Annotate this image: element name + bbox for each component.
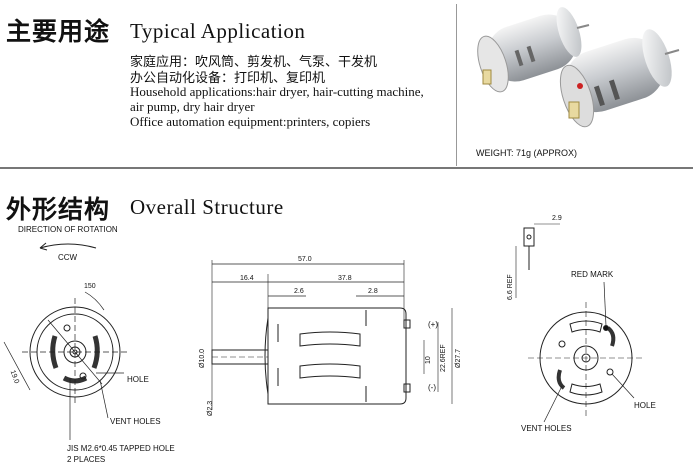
motor-back — [559, 29, 680, 128]
tapped-hole-label: JIS M2.6*0.45 TAPPED HOLE — [67, 444, 175, 453]
tapped-hole-count: 2 PLACES — [67, 455, 105, 464]
dim-16-4-label: 16.4 — [240, 275, 254, 282]
structure-drawing: DIRECTION OF ROTATION CCW 150 19.0 — [3, 215, 656, 464]
tapped-hole — [79, 372, 87, 380]
motor-front — [477, 7, 590, 93]
household-use-zh: 家庭应用：吹风筒、剪发机、气泵、干发机 — [130, 55, 378, 70]
angle-line — [47, 319, 103, 385]
dim-2-8-label: 2.8 — [368, 288, 378, 295]
positive-terminal-label: (+) — [428, 320, 438, 329]
terminal-tab-hole — [526, 234, 532, 240]
terminal-negative — [403, 383, 411, 393]
office-use-zh: 办公自动化设备：打印机、复印机 — [130, 71, 326, 86]
dim-57-label: 57.0 — [298, 256, 312, 263]
red-mark-dot — [603, 325, 609, 331]
body-window — [299, 331, 361, 347]
terminal-slot — [569, 383, 603, 396]
negative-terminal-label: (-) — [428, 383, 436, 392]
rotation-arrowhead — [39, 242, 48, 251]
rotation-direction-label: DIRECTION OF ROTATION — [18, 225, 118, 234]
dim-10-label: 10 — [425, 356, 432, 364]
weight-label: WEIGHT: 71g (APPROX) — [476, 148, 578, 158]
dim-27-7-label: Ø27.7 — [455, 349, 462, 368]
rear-hole-leader — [611, 373, 635, 399]
motor-photo — [477, 7, 680, 128]
angle-label: 150 — [84, 283, 96, 290]
application-line: Office automation equipment:printers, co… — [130, 114, 371, 129]
rotation-arrow — [39, 243, 97, 249]
hole-label: HOLE — [127, 375, 149, 384]
terminal-slot — [569, 320, 603, 333]
terminal-tab — [523, 227, 535, 247]
dim-2-9-label: 2.9 — [552, 215, 562, 222]
application-line: Household applications:hair dryer, hair-… — [130, 84, 424, 99]
body-window — [299, 363, 361, 379]
application-title-zh: 主要用途 — [6, 17, 111, 46]
dim-37-8-label: 37.8 — [338, 275, 352, 282]
structure-title-zh: 外形结构 — [6, 195, 111, 224]
dim-6-6-label: 6.6 REF — [507, 274, 514, 300]
terminal-positive — [403, 319, 411, 329]
rear-end-view: RED MARK HOLE VENT HOLES — [521, 270, 656, 433]
vent-holes-leader — [99, 379, 109, 419]
dim-2-6-label: 2.6 — [294, 288, 304, 295]
motor-body-outline — [267, 307, 407, 405]
terminal-detail: 2.9 6.6 REF — [507, 215, 562, 300]
shaft-small-dia-label: Ø2.3 — [207, 401, 214, 416]
red-mark-label: RED MARK — [571, 270, 614, 279]
rear-vent — [606, 326, 616, 347]
section-divider — [0, 167, 693, 169]
application-line: air pump, dry hair dryer — [130, 99, 255, 114]
angle-arc — [84, 291, 105, 311]
motor-front-dome — [264, 317, 269, 395]
vertical-divider — [456, 4, 457, 166]
rear-hole — [558, 340, 566, 348]
vent-holes-label: VENT HOLES — [110, 417, 161, 426]
application-description-en: Household applications:hair dryer, hair-… — [130, 84, 450, 129]
rear-vent-leader — [543, 385, 563, 423]
application-title-en: Typical Application — [130, 19, 306, 43]
structure-title-en: Overall Structure — [130, 195, 284, 219]
ccw-label: CCW — [58, 253, 78, 262]
front-end-view: DIRECTION OF ROTATION CCW 150 19.0 — [3, 225, 175, 464]
rear-vent-holes-label: VENT HOLES — [521, 424, 572, 433]
rear-vent — [556, 369, 566, 390]
tapped-hole — [63, 324, 71, 332]
side-view: 57.0 16.4 37.8 2.6 2.8 (+) (-) — [199, 256, 462, 416]
red-mark-leader — [603, 281, 607, 327]
dim-22-6-label: 22.6REF — [440, 344, 447, 372]
rear-hole — [606, 368, 614, 376]
shaft-dia-label: Ø10.0 — [199, 349, 206, 368]
dia-leader — [3, 341, 31, 391]
dia-19-label: 19.0 — [9, 369, 20, 384]
rear-hole-label: HOLE — [634, 401, 656, 410]
